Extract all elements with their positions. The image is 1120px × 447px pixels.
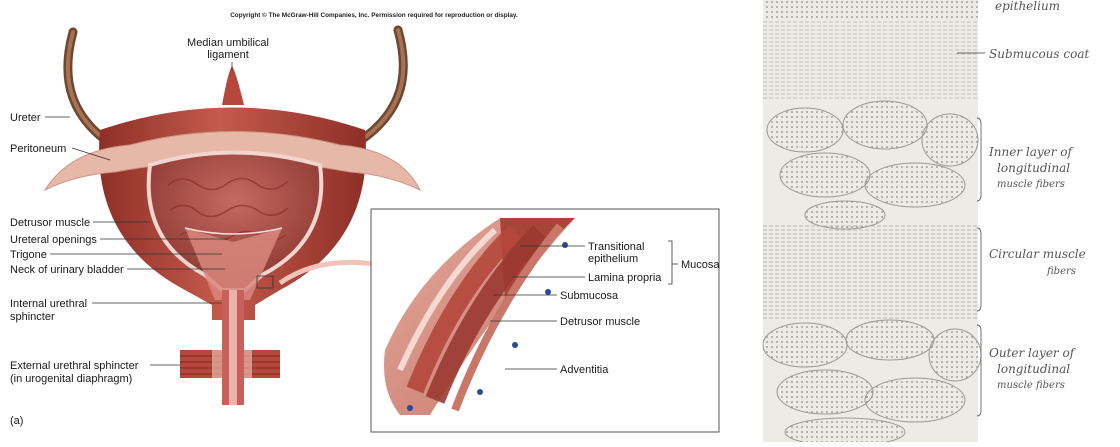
- median-umbilical-label: Median umbilical: [187, 37, 269, 49]
- ureter-label: Ureter: [10, 112, 41, 124]
- circular-label: Circular muscle: [989, 247, 1086, 261]
- circular-label-2: fibers: [1046, 266, 1076, 277]
- lamina-propria-label: Lamina propria: [588, 272, 662, 284]
- internal-sphincter-label-2: sphincter: [10, 311, 55, 323]
- trigone-label: Trigone: [10, 249, 47, 261]
- inner-layer-label-2: longitudinal: [997, 161, 1070, 175]
- outer-layer-label: Outer layer of: [989, 346, 1077, 360]
- histology-figure-panel: epithelium Submucous coat Inner layer of…: [745, 0, 1120, 442]
- epithelium-label: epithelium: [995, 0, 1060, 13]
- adventitia-label: Adventitia: [560, 364, 609, 376]
- copyright-notice: Copyright © The McGraw-Hill Companies, I…: [230, 11, 518, 19]
- neck-label: Neck of urinary bladder: [10, 264, 124, 276]
- bladder-figure-panel: Copyright © The McGraw-Hill Companies, I…: [0, 0, 740, 442]
- internal-sphincter-label: Internal urethral: [10, 298, 87, 310]
- ureteral-openings-label: Ureteral openings: [10, 234, 97, 246]
- transitional-label: Transitional: [588, 241, 644, 253]
- epithelium-layer: [763, 0, 978, 20]
- outer-layer-label-2: longitudinal: [997, 362, 1070, 376]
- external-sphincter-label: External urethral sphincter: [10, 360, 139, 372]
- inner-layer-label: Inner layer of: [988, 145, 1074, 159]
- transitional-label-2: epithelium: [588, 253, 638, 265]
- outer-layer-label-3: muscle fibers: [997, 380, 1065, 391]
- submucous-label: Submucous coat: [989, 47, 1089, 61]
- circular-muscle-layer: [763, 225, 978, 320]
- figure-tag: (a): [10, 415, 23, 427]
- external-sphincter-label-2: (in urogenital diaphragm): [10, 373, 132, 385]
- submucous-layer: [763, 20, 978, 100]
- submucosa-label: Submucosa: [560, 290, 619, 302]
- histology-figure: epithelium Submucous coat Inner layer of…: [745, 0, 1120, 442]
- mucosa-label: Mucosa: [681, 259, 720, 271]
- inner-layer-label-3: muscle fibers: [997, 179, 1065, 190]
- bladder-figure: Copyright © The McGraw-Hill Companies, I…: [0, 0, 740, 442]
- median-umbilical-ligament: [222, 66, 244, 105]
- median-umbilical-label-2: ligament: [207, 49, 249, 61]
- peritoneum-label: Peritoneum: [10, 143, 66, 155]
- detrusor-muscle-label: Detrusor muscle: [10, 217, 90, 229]
- inset-detrusor-label: Detrusor muscle: [560, 316, 640, 328]
